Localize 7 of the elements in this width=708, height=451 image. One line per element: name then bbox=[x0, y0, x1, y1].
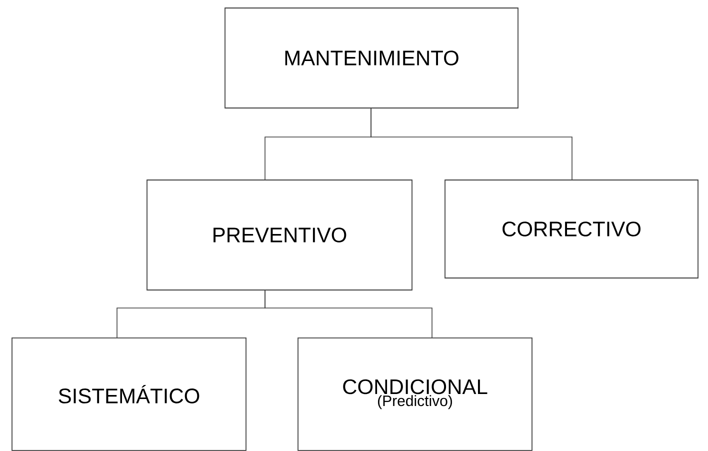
connector-line bbox=[370, 108, 572, 180]
connector-line bbox=[264, 290, 432, 338]
category-box: SISTEMÁTICO bbox=[12, 338, 246, 451]
category-box: MANTENIMIENTO bbox=[224, 8, 518, 108]
category-box: CONDICIONAL (Predictivo) bbox=[298, 338, 532, 451]
category-box: PREVENTIVO bbox=[146, 180, 412, 290]
category-box: CORRECTIVO bbox=[444, 180, 698, 278]
